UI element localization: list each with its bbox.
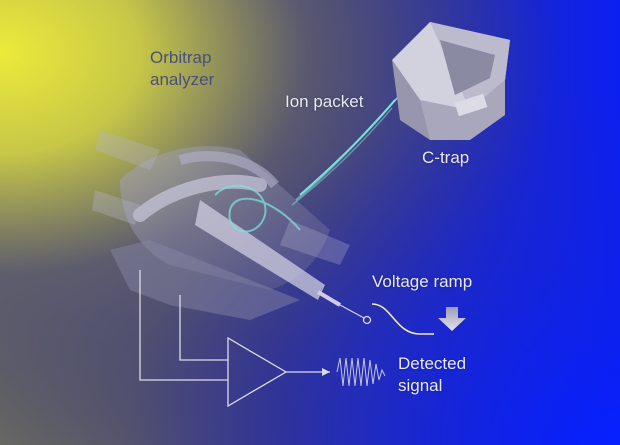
detection-wiring: [139, 270, 228, 381]
ion-packet-label: Ion packet: [285, 92, 364, 111]
amplifier-icon: [227, 336, 330, 408]
down-arrow-icon: [438, 307, 466, 331]
signal-waveform: [336, 357, 386, 387]
c-trap: [392, 22, 510, 140]
c-trap-label: C-trap: [422, 148, 470, 167]
detected-signal-label-line1: Detected: [398, 354, 467, 373]
orbitrap-label-line2: analyzer: [150, 70, 215, 89]
orbitrap-analyzer: [92, 130, 350, 320]
voltage-ramp: [339, 303, 434, 335]
orbitrap-label-line1: Orbitrap: [150, 48, 212, 67]
voltage-ramp-label: Voltage ramp: [372, 272, 473, 291]
detected-signal-label-line2: signal: [398, 376, 443, 395]
